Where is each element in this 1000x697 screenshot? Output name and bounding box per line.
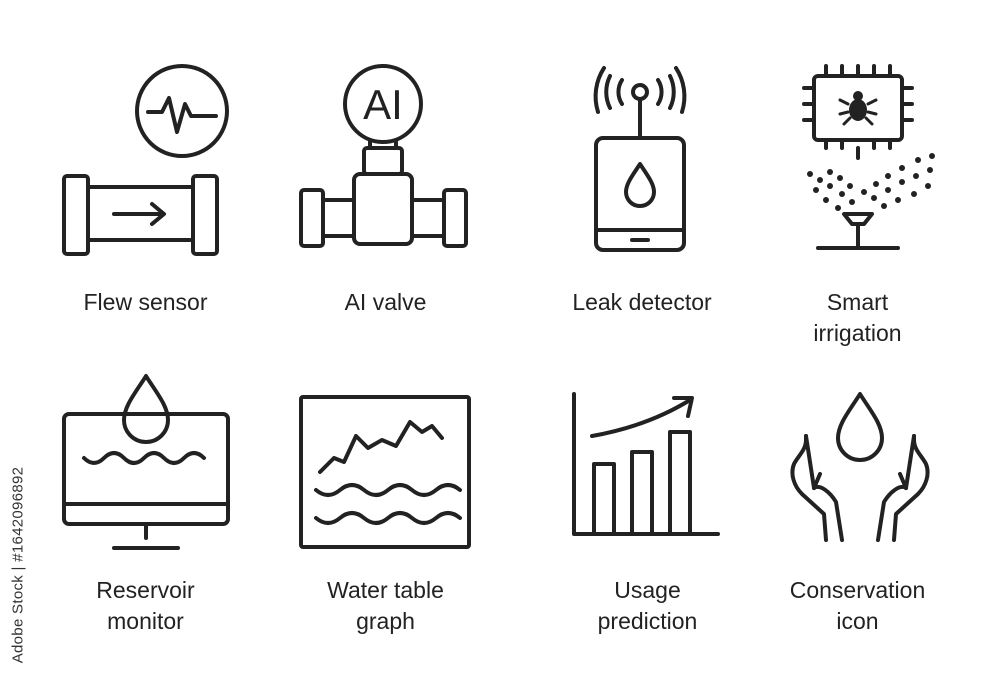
- label-line: prediction: [597, 608, 698, 634]
- label-line: Smart: [826, 289, 889, 315]
- usage-prediction-icon: [568, 388, 728, 548]
- label-line: graph: [356, 608, 415, 634]
- ai-badge-text: AI: [363, 81, 403, 128]
- label-line: irrigation: [813, 320, 902, 346]
- icon-label: Water table graph: [298, 575, 473, 637]
- icon-label: AI valve: [344, 289, 427, 315]
- icon-label: Reservoir monitor: [58, 575, 233, 637]
- icon-label: Conservation icon: [770, 575, 945, 637]
- reservoir-monitor-icon: [58, 372, 233, 552]
- icon-label: Leak detector: [572, 289, 712, 315]
- water-table-graph-icon: [298, 392, 473, 552]
- icon-label: Smart irrigation: [770, 287, 945, 349]
- conservation-icon: [780, 390, 940, 550]
- icon-label: Flew sensor: [83, 289, 208, 315]
- leak-detector-icon: [580, 58, 710, 258]
- flow-sensor-icon: [58, 62, 233, 262]
- label-line: Conservation: [789, 577, 926, 603]
- ai-valve-icon: AI: [298, 62, 473, 262]
- stock-id-text: Adobe Stock | #1642096892: [9, 466, 27, 664]
- label-line: Water table: [327, 577, 444, 603]
- smart-irrigation-icon: [790, 58, 950, 258]
- label-line: icon: [836, 608, 879, 634]
- icon-label: Usage prediction: [560, 575, 735, 637]
- label-line: monitor: [107, 608, 184, 634]
- stock-id-watermark: Adobe Stock | #1642096892: [6, 445, 30, 685]
- label-line: Reservoir: [96, 577, 195, 603]
- label-line: Usage: [614, 577, 681, 603]
